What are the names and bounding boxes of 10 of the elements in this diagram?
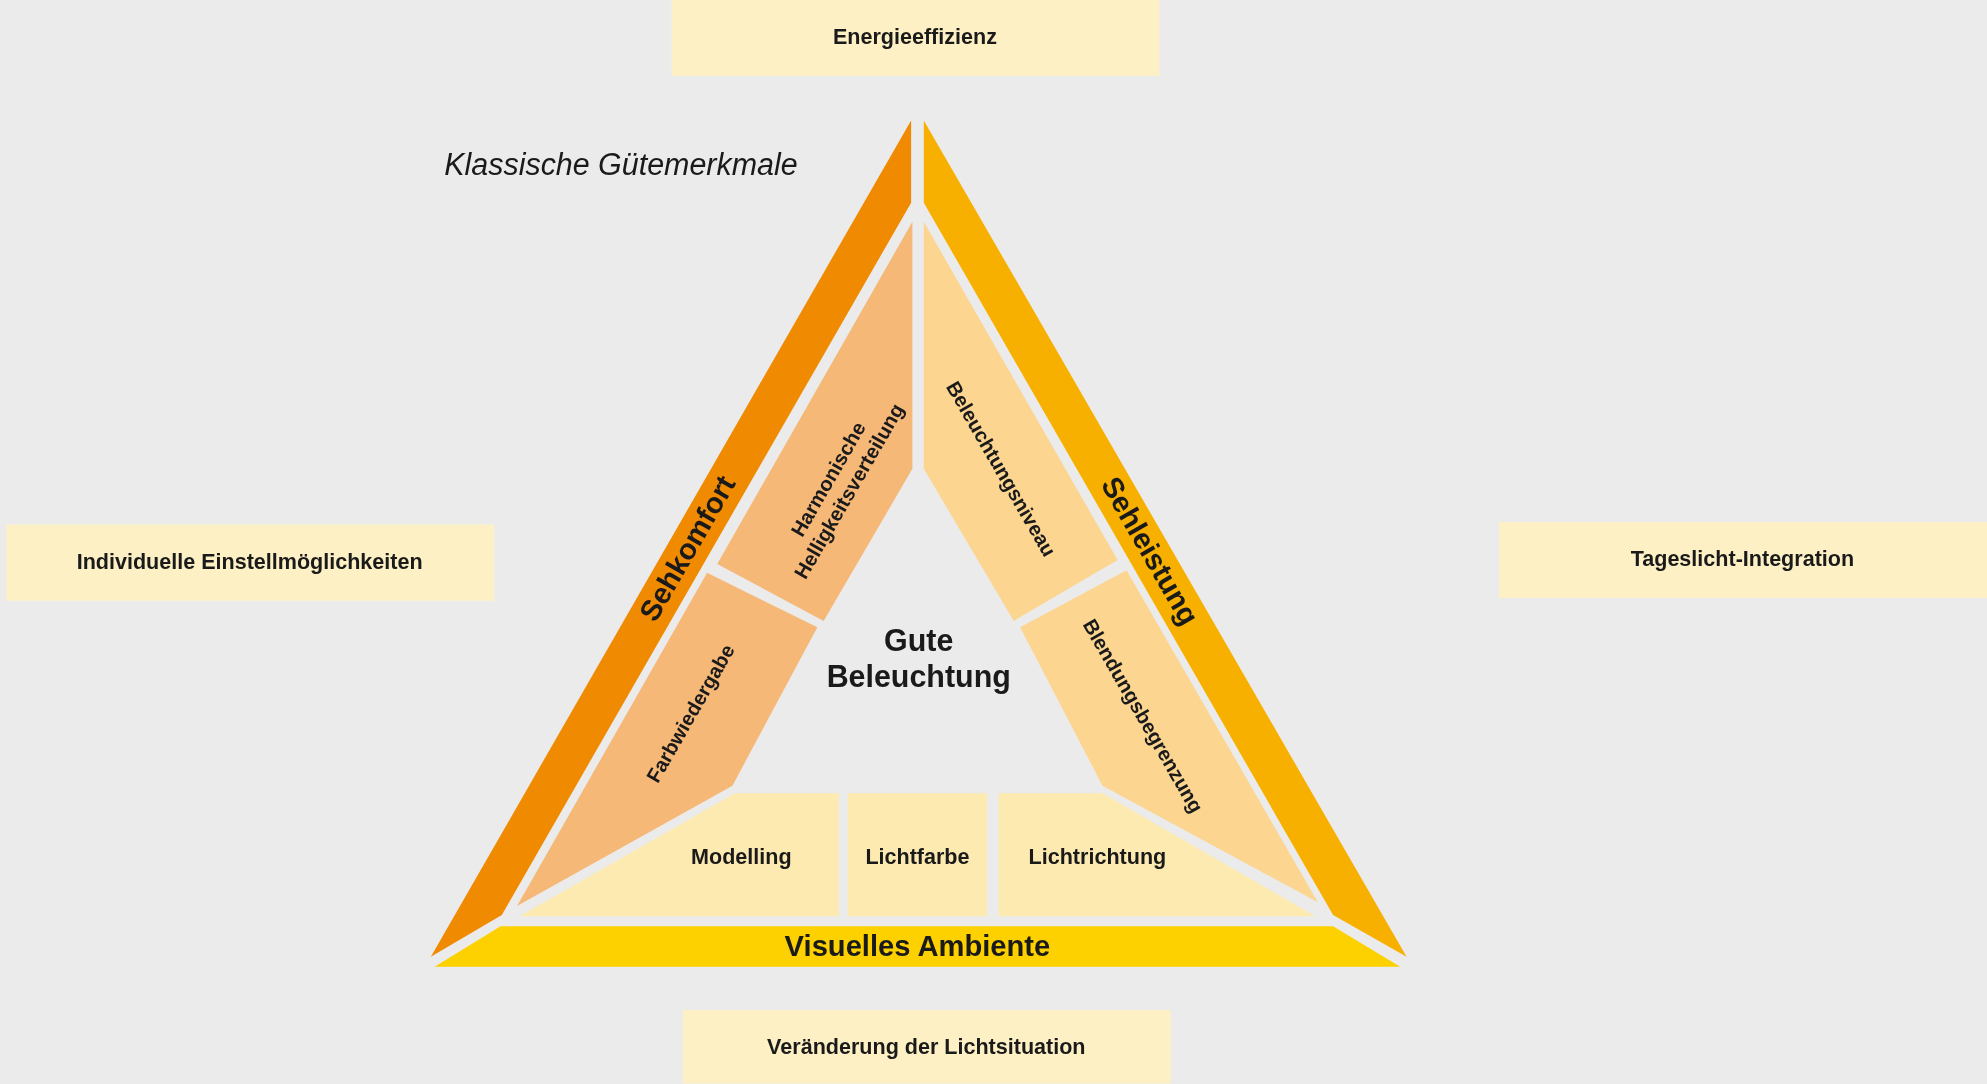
criterion-label: Lichtfarbe bbox=[865, 844, 970, 871]
aspect-label: Individuelle Einstellmöglichkeiten bbox=[76, 549, 423, 576]
heading-note: Klassische Gütemerkmale bbox=[444, 147, 798, 183]
aspect-label: Veränderung der Lichtsituation bbox=[767, 1035, 1086, 1061]
criterion-label: Lichtrichtung bbox=[1028, 844, 1167, 871]
aspect-label: Tageslicht-Integration bbox=[1630, 547, 1855, 573]
center-label: Gute Beleuchtung bbox=[825, 623, 1012, 695]
side-label: Visuelles Ambiente bbox=[784, 929, 1051, 965]
criterion-label: Modelling bbox=[691, 844, 792, 871]
aspect-label: Energieeffizienz bbox=[832, 25, 997, 51]
